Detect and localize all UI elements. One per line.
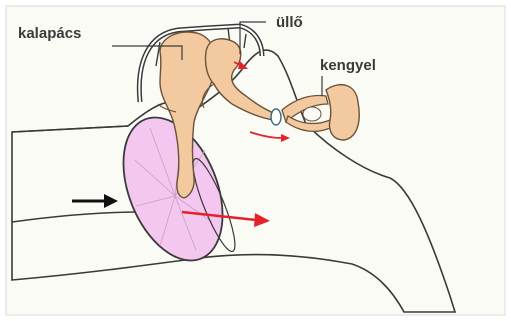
incus-label: üllő bbox=[276, 14, 303, 31]
malleus-label: kalapács bbox=[18, 25, 81, 42]
stapes-label: kengyel bbox=[320, 57, 376, 74]
incudostapedial-joint bbox=[271, 109, 281, 125]
